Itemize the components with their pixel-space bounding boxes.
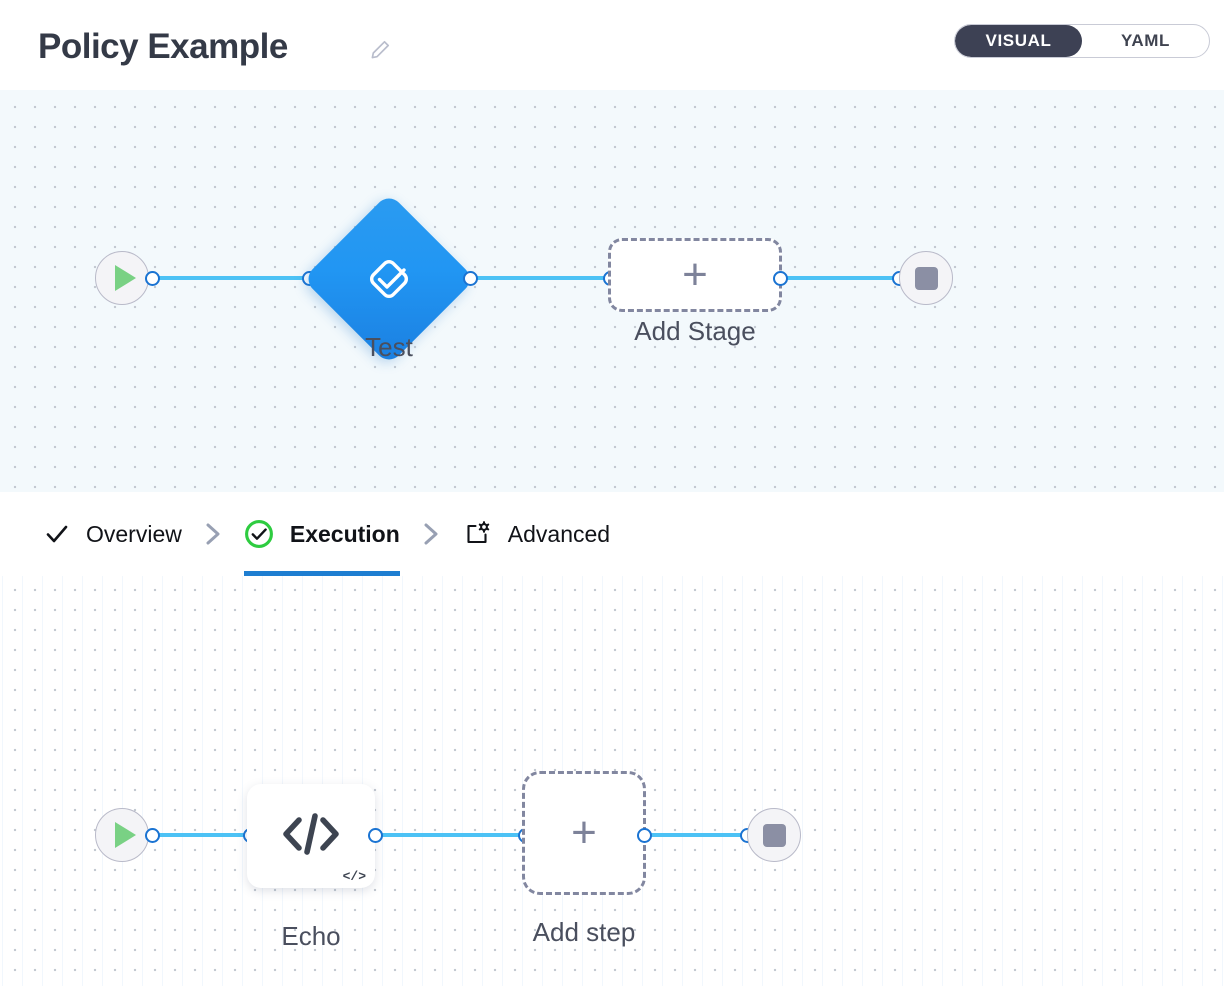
edge-addstep-to-end [644, 833, 750, 837]
stage-label-test: Test [365, 332, 413, 362]
page-title: Policy Example [38, 27, 288, 66]
add-stage-label: Add Stage [634, 316, 756, 346]
check-circle-green-icon [244, 519, 274, 549]
edge-test-to-addstage [470, 276, 616, 280]
code-badge-icon: </> [342, 869, 366, 884]
play-icon [114, 822, 136, 848]
mode-option-visual[interactable]: VISUAL [955, 25, 1082, 57]
check-icon [44, 521, 70, 547]
port-step-start-out[interactable] [145, 828, 160, 843]
section-tabs: Overview Execution [0, 492, 1224, 576]
stage-canvas[interactable]: Test + Add Stage [0, 90, 1224, 492]
add-step-label: Add step [532, 917, 636, 947]
add-stage-button[interactable]: + [608, 238, 782, 312]
page-header: Policy Example VISUAL YAML [0, 0, 1224, 90]
port-addstep-out[interactable] [637, 828, 652, 843]
edge-addstage-to-end [780, 276, 904, 280]
step-end-node[interactable] [747, 808, 801, 862]
edge-echo-to-addstep [374, 833, 528, 837]
chevron-right-icon [182, 492, 244, 576]
tab-active-underline [243, 571, 400, 576]
step-canvas[interactable]: </> Echo + Add step [0, 576, 1224, 986]
port-echo-out[interactable] [368, 828, 383, 843]
pencil-icon[interactable] [368, 38, 392, 62]
code-icon [279, 808, 343, 865]
tab-overview-label: Overview [86, 520, 182, 547]
plus-icon: + [571, 808, 597, 857]
play-icon [114, 265, 136, 291]
step-node-echo[interactable]: </> [247, 784, 375, 888]
stage-end-node[interactable] [899, 251, 953, 305]
edge-start-to-test [152, 276, 312, 280]
edge-start-to-echo [152, 833, 252, 837]
tab-advanced-label: Advanced [507, 520, 611, 547]
step-label-echo: Echo [281, 921, 341, 951]
tab-advanced[interactable]: Advanced [462, 492, 610, 576]
add-step-button[interactable]: + [522, 771, 646, 895]
mode-option-yaml[interactable]: YAML [1120, 31, 1170, 50]
chevron-right-icon-2 [400, 492, 462, 576]
stage-node-test[interactable] [302, 192, 476, 366]
tab-overview[interactable]: Overview [44, 492, 182, 576]
stop-icon [762, 823, 786, 847]
step-start-node[interactable] [95, 808, 149, 862]
port-addstage-out[interactable] [773, 271, 788, 286]
window-gear-icon [462, 519, 492, 549]
tab-execution-label: Execution [289, 520, 400, 547]
port-test-out[interactable] [463, 271, 478, 286]
tab-execution[interactable]: Execution [243, 492, 400, 576]
plus-icon: + [682, 250, 708, 299]
stage-start-node[interactable] [95, 251, 149, 305]
port-start-out[interactable] [145, 271, 160, 286]
view-mode-toggle[interactable]: VISUAL YAML [954, 24, 1210, 58]
stop-icon [914, 266, 938, 290]
